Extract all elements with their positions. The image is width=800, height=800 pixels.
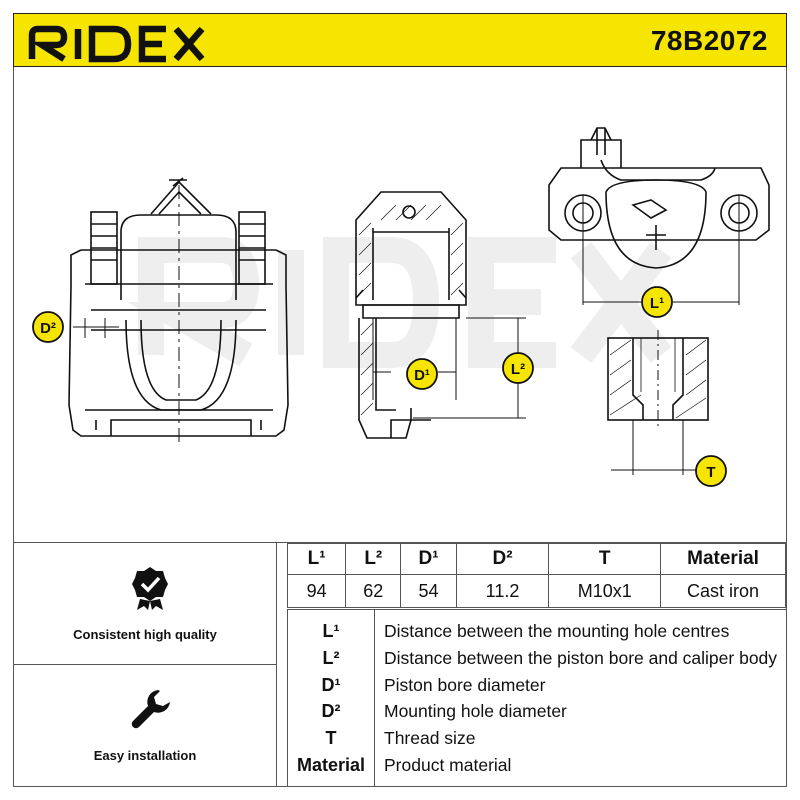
spec-header: D² [455,543,550,575]
spec-value: 62 [345,574,402,608]
spec-header: T [548,543,662,575]
legend-description: Thread size [384,728,476,748]
section-hatching [358,204,464,416]
spec-header: Material [660,543,786,575]
spec-header: D¹ [400,543,457,575]
spec-value-row: 94 62 54 11.2 M10x1 Cast iron [286,574,786,608]
legend-description: Mounting hole diameter [384,701,567,721]
legend-row: T Thread size [288,725,788,751]
svg-text:L²: L² [511,361,525,378]
thread-hatching [609,339,707,419]
quality-check-badge-icon [132,567,168,610]
legend-row: Material Product material [288,752,788,778]
brand-logo [28,25,205,63]
part-number: 78B2072 [650,25,768,56]
caliper-section-view [355,191,467,439]
badge-label-quality: Consistent high quality [73,627,217,642]
l1-marker: L¹ [641,286,673,318]
spec-table: L¹ L² D¹ D² T Material 94 62 54 11.2 M10… [286,543,786,608]
wrench-icon [131,690,170,729]
info-panel: Consistent high quality Easy installatio… [13,542,787,787]
t-marker: T [695,455,727,487]
legend-code: D² [321,701,341,721]
spec-value: Cast iron [660,574,786,608]
d1-marker: D¹ [406,358,438,390]
badge-divider [14,664,276,665]
legend-divider [374,610,375,786]
panel-divider [276,543,277,786]
spec-value: M10x1 [548,574,662,608]
svg-text:D²: D² [40,320,56,337]
caliper-front-view [68,177,289,445]
spec-value: 94 [286,574,347,608]
legend-row: D¹ Piston bore diameter [288,672,788,698]
legend-description: Distance between the mounting hole centr… [384,621,730,641]
d1-dimension [372,318,457,400]
header-bar: 78B2072 [13,13,787,67]
thread-detail-view [607,330,709,430]
badge-label-installation: Easy installation [93,748,197,763]
dimension-legend: L¹ Distance between the mounting hole ce… [287,609,787,786]
spec-value: 11.2 [455,574,550,608]
spec-header: L² [345,543,402,575]
legend-row: D² Mounting hole diameter [288,698,788,724]
legend-row: L² Distance between the piston bore and … [288,645,788,671]
legend-code: L¹ [322,621,340,641]
t-dimension [611,420,696,475]
spec-header-row: L¹ L² D¹ D² T Material [286,543,786,575]
svg-text:T: T [706,464,715,481]
technical-drawing: D² D¹ [13,67,787,542]
l2-marker: L² [502,352,534,384]
legend-row: L¹ Distance between the mounting hole ce… [288,618,788,644]
d2-marker: D² [32,311,64,343]
legend-description: Piston bore diameter [384,675,546,695]
svg-text:L¹: L¹ [650,295,664,312]
legend-code: D¹ [321,675,341,695]
spec-header: L¹ [286,543,347,575]
caliper-top-view [548,127,770,305]
legend-description: Product material [384,755,512,775]
spec-value: 54 [400,574,457,608]
legend-description: Distance between the piston bore and cal… [384,648,778,668]
legend-code: L² [322,648,340,668]
svg-text:D¹: D¹ [414,367,430,384]
legend-code: T [325,728,337,748]
legend-code: Material [296,755,366,775]
